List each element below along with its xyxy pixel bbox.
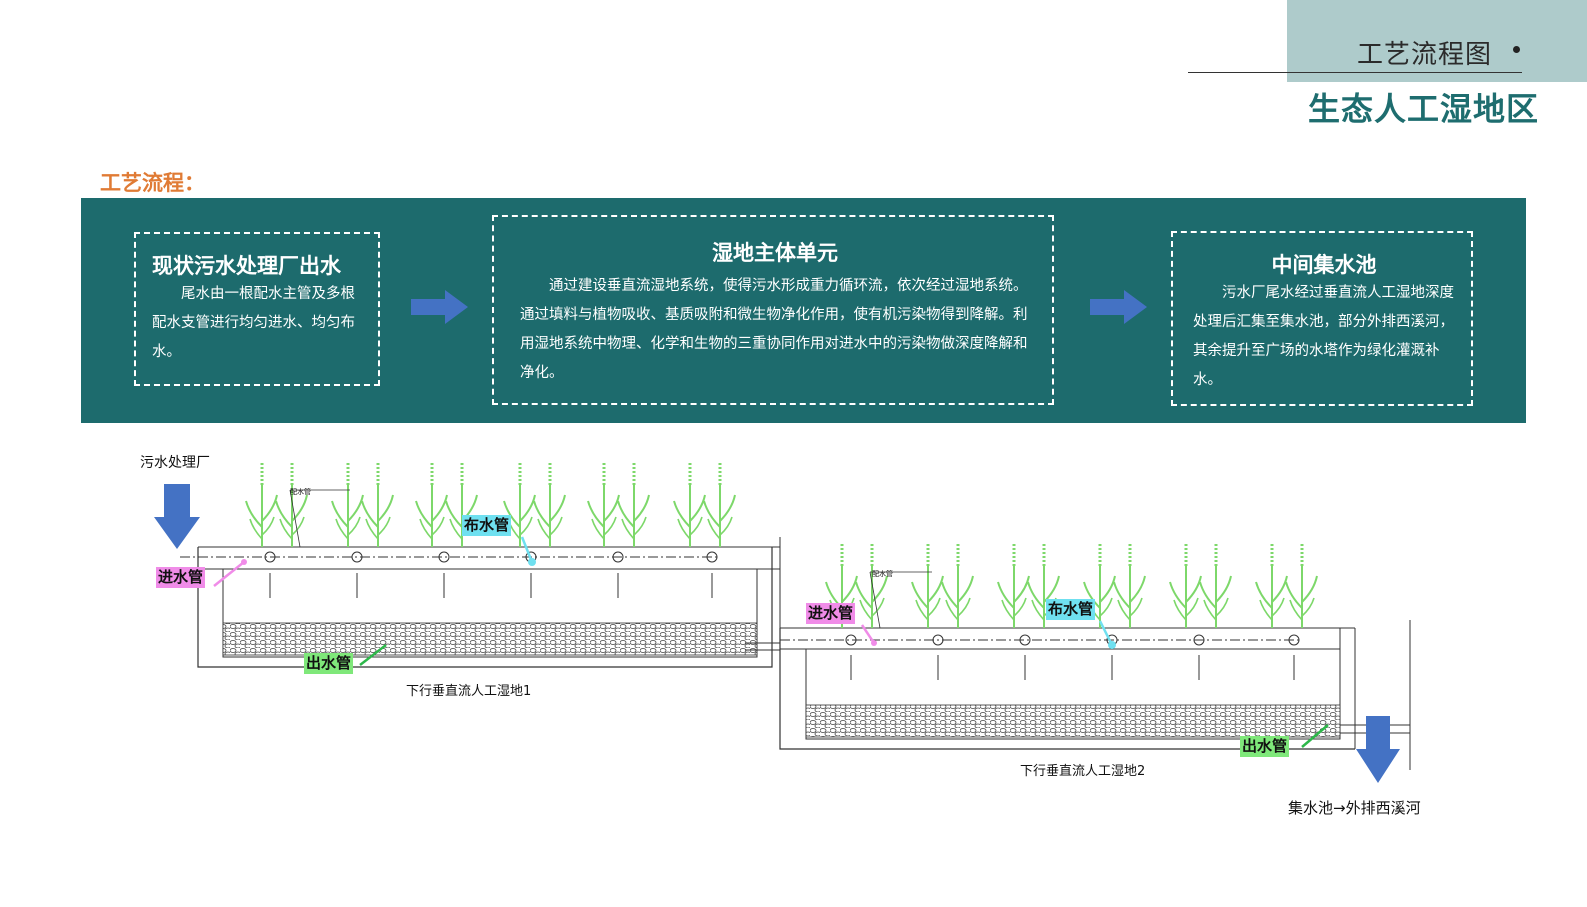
note-leader-lines [289, 489, 932, 629]
inlet-pointer-1 [213, 561, 245, 587]
flow-arrow-right-icon [411, 290, 468, 324]
outlet-pointer-2 [1301, 724, 1329, 748]
wetland-1-label: 下行垂直流人工湿地1 [406, 684, 532, 699]
distribution-pipe-tag-1: 布水管 [462, 515, 512, 536]
flow-card-text: 通过建设垂直流湿地系统，使得污水形成重力循环流，依次经过湿地系统。通过填料与植物… [520, 278, 1028, 381]
distribution-pointer-1 [520, 536, 534, 563]
header-panel [1287, 0, 1587, 82]
outlet-pointer-1 [359, 644, 387, 666]
inlet-pointer-2 [860, 624, 876, 644]
outlet-destination-label: 集水池→外排西溪河 [1288, 799, 1421, 817]
flow-card-wetland: 湿地主体单元 通过建设垂直流湿地系统，使得污水形成重力循环流，依次经过湿地系统。… [492, 215, 1054, 405]
wetland-2-basin [779, 620, 1411, 770]
outlet-pipe-tag-2: 出水管 [1240, 736, 1290, 757]
flow-card-title: 湿地主体单元 [712, 241, 838, 265]
flow-card-collection-pool: 中间集水池 污水厂尾水经过垂直流人工湿地深度处理后汇集至集水池，部分外排西溪河，… [1171, 231, 1473, 406]
distribution-pointer-2 [1098, 620, 1114, 646]
small-note-2: 配水管 [872, 570, 893, 578]
page-title: 工艺流程图 [1357, 40, 1493, 70]
distribution-pipe-tag-2: 布水管 [1046, 599, 1096, 620]
flow-card-title: 现状污水处理厂出水 [152, 254, 341, 278]
inlet-pipe-tag-2: 进水管 [806, 603, 856, 624]
header-rule [1188, 72, 1522, 73]
outlet-pipe-tag-1: 出水管 [304, 653, 354, 674]
flow-card-text: 尾水由一根配水主管及多根配水支管进行均匀进水、均匀布水。 [152, 286, 355, 360]
page-subtitle: 生态人工湿地区 [1308, 90, 1540, 128]
small-note-1: 配水管 [290, 488, 311, 496]
wetland-1-flow-drops [269, 573, 713, 598]
section-label: 工艺流程： [100, 171, 205, 195]
flow-card-text: 污水厂尾水经过垂直流人工湿地深度处理后汇集至集水池，部分外排西溪河，其余提升至广… [1193, 285, 1454, 388]
flow-card-title: 中间集水池 [1271, 253, 1377, 277]
outflow-arrow-down-icon [1356, 716, 1400, 783]
title-bullet-dot [1513, 46, 1520, 53]
inflow-arrow-down-icon [154, 484, 200, 549]
flow-arrow-right-icon [1090, 290, 1147, 324]
wetland-1-basin [180, 537, 781, 690]
source-label: 污水处理厂 [140, 455, 210, 471]
inlet-pipe-tag-1: 进水管 [156, 567, 206, 588]
wetland-2-label: 下行垂直流人工湿地2 [1020, 764, 1146, 779]
wetland-2-flow-drops [850, 655, 1295, 680]
flow-card-source: 现状污水处理厂出水 尾水由一根配水主管及多根配水支管进行均匀进水、均匀布水。 [134, 232, 380, 386]
